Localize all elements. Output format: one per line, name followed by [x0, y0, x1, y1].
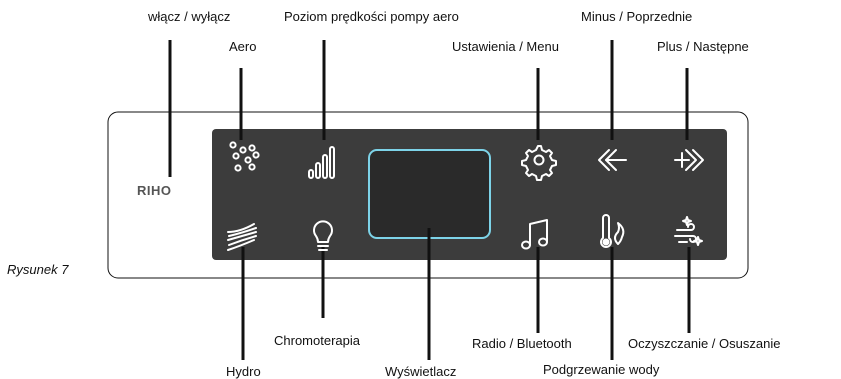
hydro-jets-icon [227, 223, 257, 251]
label-power: włącz / wyłącz [148, 9, 231, 24]
label-aero: Aero [229, 39, 257, 54]
leader-lines [168, 40, 691, 360]
label-pump-level: Poziom prędkości pompy aero [284, 9, 459, 24]
thermometer-flame-icon [600, 214, 625, 248]
chevron-left-icon [598, 149, 627, 171]
light-bulb-icon [313, 220, 333, 251]
aero-bubbles-icon [229, 141, 260, 172]
gear-icon [521, 145, 557, 181]
label-radio: Radio / Bluetooth [472, 336, 572, 351]
music-note-icon [521, 219, 548, 250]
cleaning-wind-icon [674, 216, 703, 246]
label-hydro: Hydro [226, 364, 261, 379]
label-plus: Plus / Następne [657, 39, 749, 54]
chevron-right-plus-icon [674, 149, 704, 171]
label-chromotherapy: Chromoterapia [274, 333, 360, 348]
label-minus: Minus / Poprzednie [581, 9, 693, 24]
display-screen [368, 149, 491, 239]
figure-caption: Rysunek 7 [7, 262, 69, 277]
brand-logo: RIHO [137, 183, 172, 198]
label-settings: Ustawienia / Menu [452, 39, 559, 54]
label-cleaning: Oczyszczanie / Osuszanie [628, 336, 781, 351]
label-display: Wyświetlacz [385, 364, 457, 379]
signal-bars-icon [308, 146, 335, 179]
label-heating: Podgrzewanie wody [543, 362, 660, 377]
